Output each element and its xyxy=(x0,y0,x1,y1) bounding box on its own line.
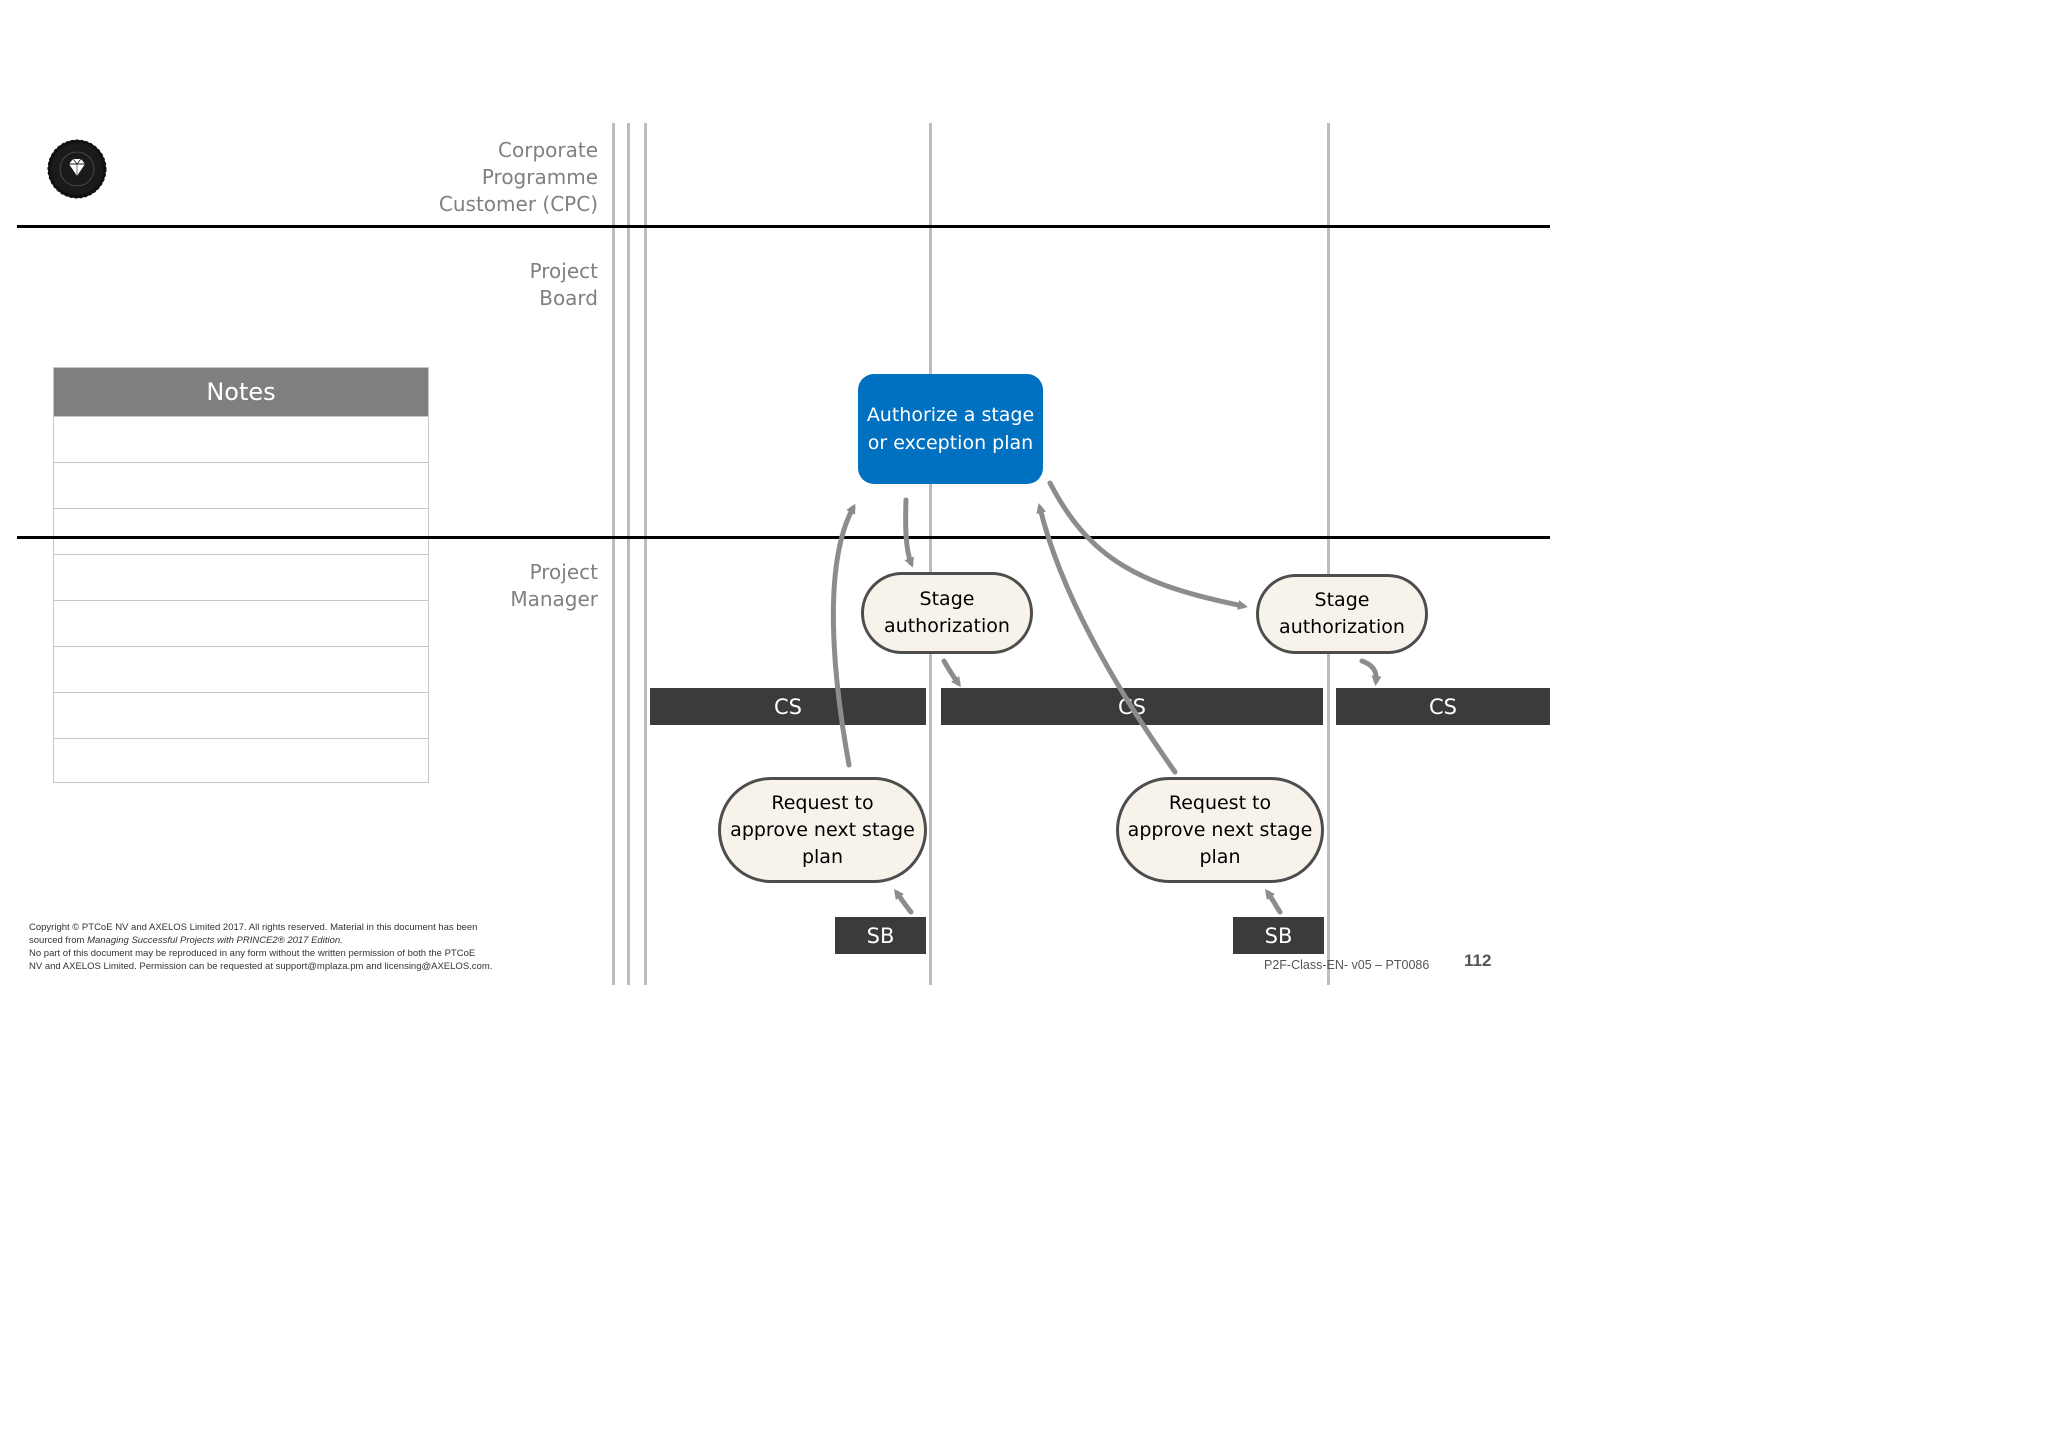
request-2-line-3: plan xyxy=(1199,845,1241,868)
request-1-line-3: plan xyxy=(801,845,843,868)
arrow-authorize-to-stage-auth-2 xyxy=(1047,480,1248,610)
notes-line[interactable] xyxy=(54,738,428,784)
notes-line[interactable] xyxy=(54,416,428,462)
notes-line[interactable] xyxy=(54,554,428,600)
page-number: 112 xyxy=(1464,951,1492,970)
copyright-line-2: sourced from Managing Successful Project… xyxy=(29,935,343,946)
request-1-line-2: approve next stage xyxy=(730,818,915,841)
authorize-stage-box[interactable]: Authorize a stage or exception plan xyxy=(858,374,1043,484)
lane-separator-2 xyxy=(17,536,1550,539)
request-1-line-1: Request to xyxy=(771,791,874,814)
flow-arrows xyxy=(830,480,1382,915)
stage-authorization-2[interactable]: Stage authorization xyxy=(1256,574,1428,654)
arrow-stage-auth-1-to-cs xyxy=(941,658,961,688)
stage-authorization-1-line-1: Stage xyxy=(919,588,975,610)
copyright-line-1: Copyright © PTCoE NV and AXELOS Limited … xyxy=(29,922,478,933)
stage-authorization-1[interactable]: Stage authorization xyxy=(861,572,1033,654)
stage-authorization-1-line-2: authorization xyxy=(884,615,1010,637)
lane-separator-1 xyxy=(17,225,1550,228)
request-next-stage-1[interactable]: Request to approve next stage plan xyxy=(718,777,927,883)
copyright-notice: Copyright © PTCoE NV and AXELOS Limited … xyxy=(29,921,549,973)
notes-line[interactable] xyxy=(54,600,428,646)
authorize-line-2: or exception plan xyxy=(867,432,1034,454)
timeline-line-2 xyxy=(1327,123,1330,985)
arrow-sb1-to-request-1 xyxy=(894,888,914,915)
notes-line[interactable] xyxy=(54,508,428,554)
checkpoint-bar-cs-1: CS xyxy=(650,688,926,725)
request-2-line-1: Request to xyxy=(1168,791,1272,814)
notes-panel: Notes xyxy=(53,367,429,783)
copyright-line-4: NV and AXELOS Limited. Permission can be… xyxy=(29,961,493,972)
notes-line[interactable] xyxy=(54,462,428,508)
timeline-line-1 xyxy=(929,123,932,985)
document-id: P2F-Class-EN- v05 – PT0086 xyxy=(1264,958,1430,972)
checkpoint-bar-cs-3: CS xyxy=(1336,688,1550,725)
logo xyxy=(47,139,107,199)
diamond-icon xyxy=(69,158,85,176)
arrow-stage-auth-2-to-cs xyxy=(1359,658,1382,686)
stage-boundary-bar-sb-2: SB xyxy=(1233,917,1324,954)
copyright-line-3: No part of this document may be reproduc… xyxy=(29,948,476,959)
request-2-line-2: approve next stage xyxy=(1127,818,1313,841)
request-next-stage-2[interactable]: Request to approve next stage plan xyxy=(1116,777,1324,883)
notes-title: Notes xyxy=(54,368,428,416)
stage-boundary-bar-sb-1: SB xyxy=(835,917,926,954)
divider-vertical-1 xyxy=(612,123,615,985)
arrow-sb2-to-request-2 xyxy=(1265,888,1283,915)
divider-vertical-2 xyxy=(627,123,630,985)
arrow-request1-to-authorize xyxy=(830,503,856,768)
notes-line[interactable] xyxy=(54,646,428,692)
authorize-line-1: Authorize a stage xyxy=(866,404,1035,426)
notes-line[interactable] xyxy=(54,692,428,738)
stage-authorization-2-line-2: authorization xyxy=(1279,616,1405,638)
divider-vertical-3 xyxy=(644,123,647,985)
arrow-authorize-to-stage-auth-1 xyxy=(903,497,914,568)
stage-authorization-2-line-1: Stage xyxy=(1314,589,1370,611)
arrow-request2-to-authorize xyxy=(1036,503,1178,775)
